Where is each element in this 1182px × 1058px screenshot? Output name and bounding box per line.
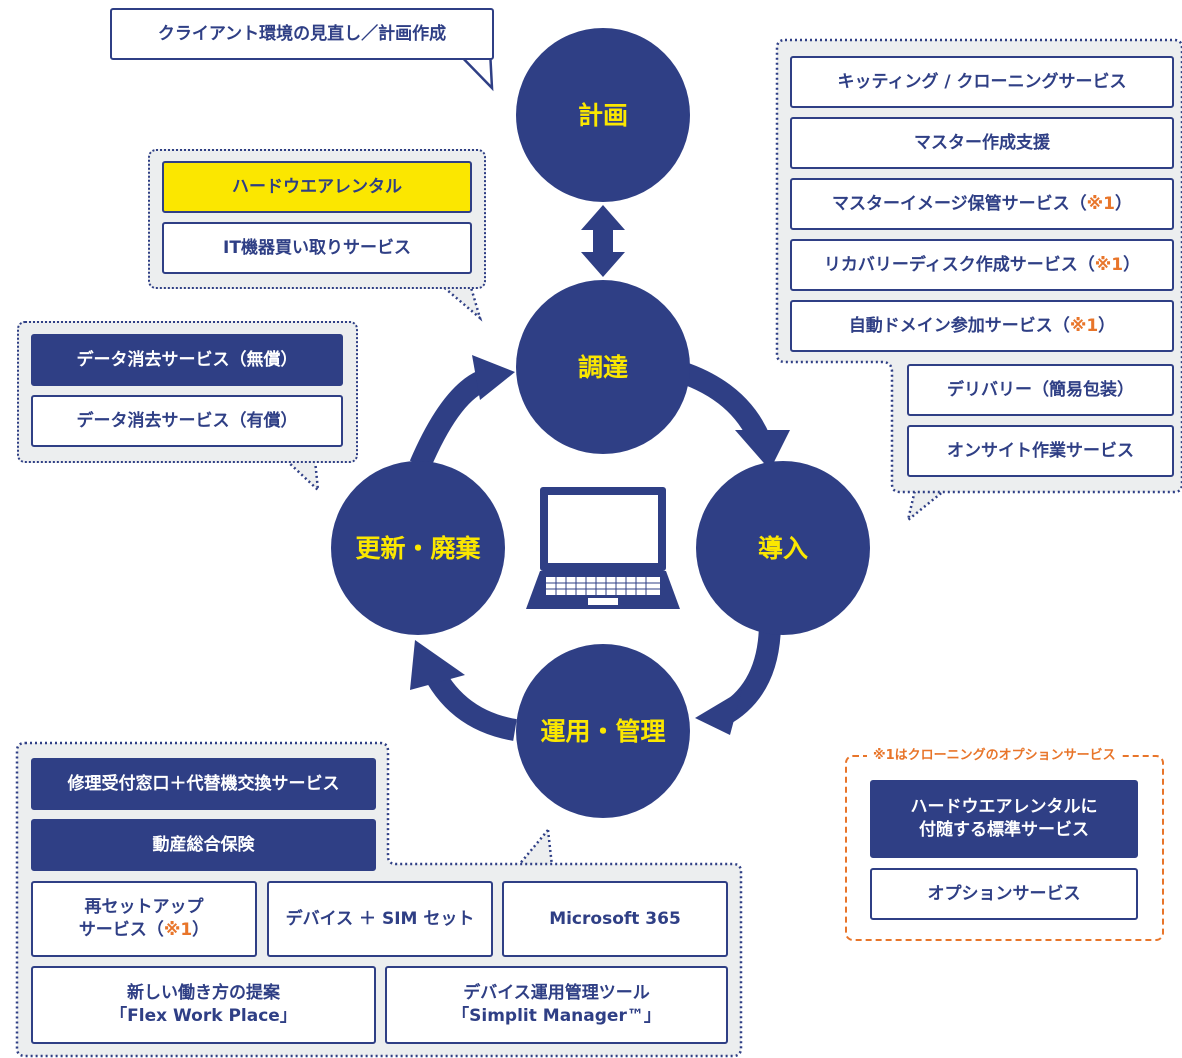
renew-group-pointer — [282, 458, 320, 494]
arrow-procure-to-deploy — [677, 361, 771, 445]
phase-circle-deploy — [696, 461, 870, 635]
data-erasure-free-item: データ消去サービス（無償） — [31, 334, 343, 386]
phase-label-deploy: 導入 — [758, 534, 808, 563]
item-text: 自動ドメイン参加サービス（ — [848, 315, 1070, 336]
arrow-renew-to-procure-head — [472, 355, 515, 400]
option-note: ※1 — [163, 920, 193, 940]
device-sim-set-item: デバイス ＋ SIM セット — [267, 881, 493, 957]
option-note: ※1 — [1094, 254, 1124, 275]
legend-title: ※1はクローニングのオプションサービス — [867, 746, 1122, 766]
repair-desk-item: 修理受付窓口＋代替機交換サービス — [31, 758, 376, 810]
master-image-storage-item: マスターイメージ保管サービス（※1） — [790, 178, 1174, 230]
arrow-operate-to-renew-head — [410, 640, 465, 690]
legend-option-service: オプションサービス — [870, 868, 1138, 920]
recovery-disk-item: リカバリーディスク作成サービス（※1） — [790, 239, 1174, 291]
item-text-line2: サービス（※1） — [79, 919, 209, 942]
onsite-work-item: オンサイト作業サービス — [907, 425, 1174, 477]
plan-procure-double-arrow — [581, 205, 625, 277]
item-text: リカバリーディスク作成サービス（ — [823, 254, 1095, 275]
master-creation-support-item: マスター作成支援 — [790, 117, 1174, 169]
phase-circle-renew — [331, 461, 505, 635]
procure-group-pointer — [436, 282, 483, 322]
legend-standard-service: ハードウエアレンタルに 付随する標準サービス — [870, 780, 1138, 858]
phase-label-plan: 計画 — [578, 101, 628, 130]
phase-label-renew: 更新・廃棄 — [355, 534, 481, 563]
item-suffix: ） — [1123, 254, 1141, 275]
hardware-rental-item: ハードウエアレンタル — [162, 161, 472, 213]
item-text: 再セットアップ — [84, 897, 204, 918]
item-suffix: ） — [1098, 315, 1116, 336]
auto-domain-join-item: 自動ドメイン参加サービス（※1） — [790, 300, 1174, 352]
deploy-group-pointer — [905, 488, 949, 524]
item-text: サービス（ — [78, 920, 164, 940]
phase-label-operate: 運用・管理 — [540, 717, 665, 746]
delivery-item: デリバリー（簡易包装） — [907, 364, 1174, 416]
microsoft-365-item: Microsoft 365 — [502, 881, 728, 957]
laptop-icon — [526, 487, 680, 609]
option-note: ※1 — [1069, 315, 1099, 336]
data-erasure-paid-item: データ消去サービス（有償） — [31, 395, 343, 447]
item-text: マスターイメージ保管サービス（ — [831, 193, 1087, 214]
item-suffix: ） — [1115, 193, 1133, 214]
phase-circle-procure — [516, 280, 690, 454]
simplit-manager-item: デバイス運用管理ツール 「Simplit Manager™」 — [385, 966, 728, 1044]
flex-work-place-item: 新しい働き方の提案 「Flex Work Place」 — [31, 966, 376, 1044]
item-suffix: ） — [192, 920, 210, 940]
resetup-service-item: 再セットアップ サービス（※1） — [31, 881, 257, 957]
it-equipment-purchase-item: IT機器買い取りサービス — [162, 222, 472, 274]
plan-callout: クライアント環境の見直し／計画作成 — [110, 8, 494, 60]
arrow-deploy-to-operate-head — [695, 690, 742, 735]
arrow-renew-to-procure — [409, 370, 488, 470]
kitting-cloning-item: キッティング / クローニングサービス — [790, 56, 1174, 108]
phase-circle-plan — [516, 28, 690, 202]
phase-label-procure: 調達 — [578, 353, 628, 382]
property-insurance-item: 動産総合保険 — [31, 819, 376, 871]
operate-group-pointer — [515, 826, 554, 868]
option-note: ※1 — [1086, 193, 1116, 214]
